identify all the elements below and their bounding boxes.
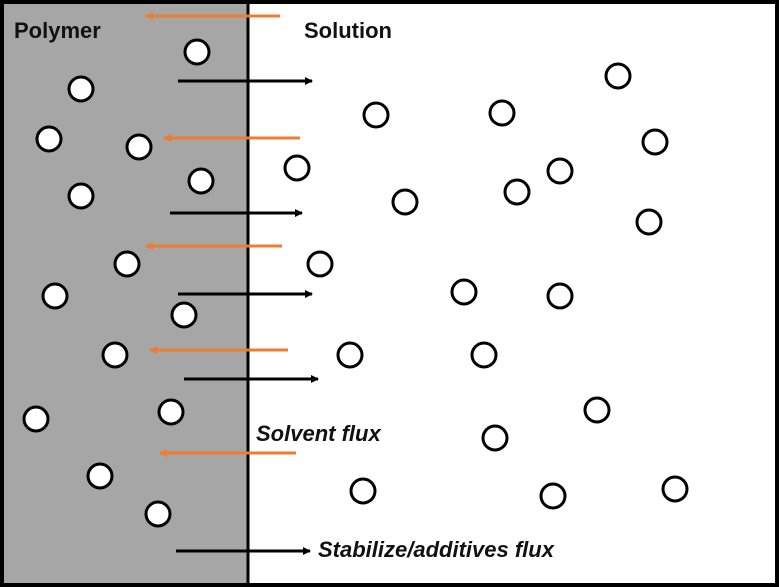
particle — [604, 62, 632, 90]
particle — [86, 462, 114, 490]
solution-label: Solution — [304, 18, 392, 43]
particle — [183, 38, 211, 66]
solution-region — [248, 4, 775, 583]
stabilizer-flux-label: Stabilize/additives flux — [318, 537, 555, 562]
solvent-flux-label: Solvent flux — [256, 421, 381, 446]
particle — [144, 500, 172, 528]
particle — [336, 341, 364, 369]
particle — [125, 133, 153, 161]
particle — [349, 477, 377, 505]
particle — [157, 398, 185, 426]
particle — [546, 157, 574, 185]
particle — [113, 250, 141, 278]
solvent-flux-arrows — [145, 12, 300, 457]
particle — [661, 475, 689, 503]
particle — [450, 278, 478, 306]
particle — [583, 396, 611, 424]
particle — [101, 341, 129, 369]
polymer-label: Polymer — [14, 18, 101, 43]
particle — [22, 405, 50, 433]
particle — [635, 208, 663, 236]
stabilizer-flux-arrows — [170, 77, 319, 555]
particle — [35, 125, 63, 153]
particle — [306, 250, 334, 278]
particle — [391, 188, 419, 216]
particle — [488, 99, 516, 127]
particle — [41, 282, 69, 310]
particle — [67, 182, 95, 210]
particle — [187, 167, 215, 195]
particle — [362, 101, 390, 129]
particle — [67, 75, 95, 103]
polymer-particles — [22, 38, 215, 528]
particle — [503, 178, 531, 206]
solution-particles — [283, 62, 689, 510]
particle — [539, 482, 567, 510]
particle — [641, 128, 669, 156]
particle — [170, 301, 198, 329]
particle — [546, 282, 574, 310]
particle — [283, 154, 311, 182]
particle — [470, 341, 498, 369]
particle — [481, 424, 509, 452]
